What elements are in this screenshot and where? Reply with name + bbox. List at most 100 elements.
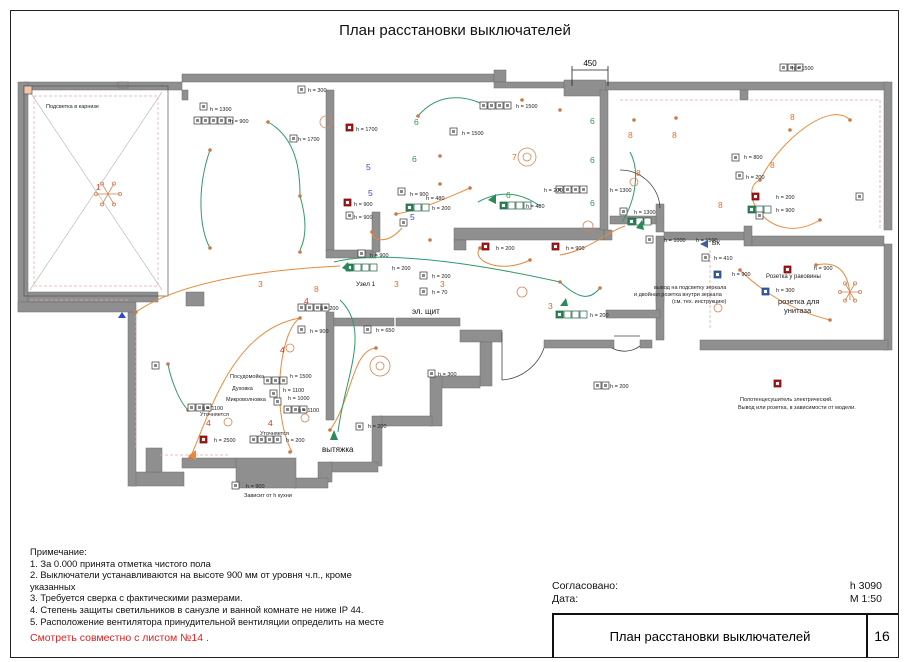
switch-icon bbox=[779, 63, 804, 72]
switch-icon bbox=[283, 405, 308, 414]
group-number: 4 bbox=[206, 418, 211, 428]
switch-icon bbox=[419, 287, 428, 296]
group-number: 5 bbox=[410, 212, 415, 222]
stamp-sheet-name: План расстановки выключателей bbox=[554, 615, 868, 658]
height-label: h = 200 bbox=[320, 306, 339, 312]
switch-icon bbox=[555, 310, 588, 319]
height-label: h = 200 bbox=[544, 188, 563, 194]
spot-lights bbox=[134, 98, 852, 460]
height-label: h = 1700 bbox=[356, 127, 378, 133]
date-label: Дата: bbox=[552, 593, 579, 605]
height-label: h = 900 bbox=[732, 272, 751, 278]
arrows bbox=[118, 194, 708, 460]
group-number: 8 bbox=[770, 160, 775, 170]
note-item-4: 4. Степень защиты светильников в санузле… bbox=[30, 603, 364, 615]
switch-icon bbox=[187, 403, 212, 412]
height-label: h = 480 bbox=[526, 204, 545, 210]
note-mirror-3: (см. тех. инструкцию) bbox=[672, 299, 726, 305]
note-clarify-1: Уточняется bbox=[200, 412, 229, 418]
balcony bbox=[23, 85, 169, 297]
switch-icon bbox=[449, 127, 458, 136]
height-label: h = 300 bbox=[438, 372, 457, 378]
switch-icon bbox=[855, 192, 864, 201]
dashed-lines bbox=[30, 99, 881, 456]
note-item-2: 2. Выключатели устанавливаются на высоте… bbox=[30, 569, 352, 581]
switch-icon bbox=[399, 218, 408, 227]
switch-icon bbox=[345, 123, 354, 132]
switch-icon bbox=[193, 116, 234, 125]
group-number: 6 bbox=[590, 116, 595, 126]
height-label: h = 480 bbox=[426, 196, 445, 202]
note-microwave: Микроволновка bbox=[226, 397, 267, 403]
height-label: h = 1300 bbox=[210, 107, 232, 113]
group-number: 6 bbox=[506, 190, 511, 200]
note-item-1: 1. За 0.000 принята отметка чистого пола bbox=[30, 557, 211, 569]
ceiling-height: h 3090 bbox=[849, 580, 882, 592]
height-label: h = 2500 bbox=[214, 438, 236, 444]
height-label: h = 1500 bbox=[462, 131, 484, 137]
group-number: 8 bbox=[314, 284, 319, 294]
switch-icon bbox=[269, 389, 278, 398]
agreed-label: Согласовано: bbox=[552, 580, 619, 592]
height-label: h = 300 bbox=[308, 88, 327, 94]
note-dishwasher: Посудомойка bbox=[230, 373, 265, 380]
switch-icon bbox=[419, 271, 428, 280]
switch-icon bbox=[593, 381, 610, 390]
group-number: 8 bbox=[636, 168, 641, 178]
switch-icon bbox=[345, 211, 354, 220]
group-number: 4 bbox=[304, 296, 309, 306]
height-label: h = 200 bbox=[432, 206, 451, 212]
switch-icon bbox=[297, 325, 306, 334]
switch-icon bbox=[619, 207, 628, 216]
switch-icon bbox=[263, 376, 288, 385]
switch-icon bbox=[735, 171, 744, 180]
switch-icon bbox=[551, 242, 560, 251]
switch-icon bbox=[755, 211, 764, 220]
height-label: h = 900 bbox=[230, 119, 249, 125]
annotations: Подсветка в карнизе вывод на подсветку з… bbox=[46, 104, 856, 499]
room-label-panel: эл. щит bbox=[412, 307, 440, 316]
switch-icon bbox=[627, 217, 652, 226]
switch-icon bbox=[363, 325, 372, 334]
switch-icon bbox=[297, 85, 306, 94]
wires-orange bbox=[135, 114, 851, 459]
height-label: h = 1100 bbox=[283, 388, 304, 394]
height-label: h = 200 bbox=[392, 266, 411, 272]
stamp-sheet-number: 16 bbox=[874, 628, 890, 644]
switch-icon bbox=[289, 134, 298, 143]
note-item-5: 5. Расположение вентилятора принудительн… bbox=[30, 615, 384, 627]
group-number: 8 bbox=[718, 200, 723, 210]
height-label: h = 1000 bbox=[288, 396, 310, 402]
switch-icon bbox=[479, 101, 512, 110]
height-label: h = 200 bbox=[746, 175, 765, 181]
height-label: h = 900 bbox=[776, 208, 795, 214]
height-label: h = 900 bbox=[246, 484, 265, 490]
height-label: h = 410 bbox=[714, 256, 733, 262]
height-label: h = 200 bbox=[776, 195, 795, 201]
height-label: h = 900 bbox=[370, 253, 389, 259]
group-number: 3 bbox=[394, 279, 399, 289]
switch-icon bbox=[761, 287, 770, 296]
switch-icon bbox=[343, 198, 352, 207]
switch-icon bbox=[701, 253, 710, 262]
group-number: 6 bbox=[590, 155, 595, 165]
title-stamp: План расстановки выключателей 16 bbox=[552, 613, 898, 658]
height-label: h = 1000 bbox=[664, 238, 686, 244]
group-number: 5 bbox=[368, 188, 373, 198]
fixtures bbox=[223, 115, 723, 427]
switch-icon bbox=[751, 192, 760, 201]
group-number: 4 bbox=[268, 418, 273, 428]
note-toilet-1: розетка для bbox=[778, 297, 819, 306]
switch-icon bbox=[199, 102, 208, 111]
notes-heading: Примечание: bbox=[30, 546, 87, 557]
height-label: h = 900 bbox=[354, 215, 373, 221]
switch-icon bbox=[481, 242, 490, 251]
switch-icon bbox=[747, 205, 772, 214]
group-number: 4 bbox=[280, 345, 285, 355]
notes-block: Примечание: 1. За 0.000 принята отметка … bbox=[30, 546, 384, 627]
height-label: h = 70 bbox=[432, 290, 447, 296]
switch-icon bbox=[199, 435, 208, 444]
room-label-hood: вытяжка bbox=[322, 445, 354, 454]
